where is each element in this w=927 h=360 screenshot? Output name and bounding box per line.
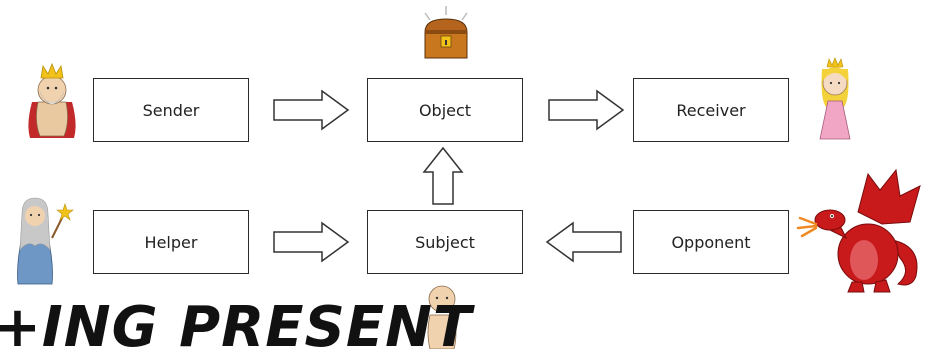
object-label: Object — [418, 100, 472, 120]
dragon-icon — [796, 168, 921, 293]
subject-box: Subject — [367, 210, 523, 274]
arrow-subject-to-object — [422, 146, 464, 205]
receiver-label: Receiver — [676, 100, 746, 120]
arrow-opponent-to-subject — [545, 221, 622, 263]
arrow-helper-to-subject — [273, 221, 350, 263]
arrow-object-to-receiver — [548, 89, 625, 131]
sender-box: Sender — [93, 78, 249, 142]
king-icon — [28, 62, 76, 138]
arrow-sender-to-object — [273, 89, 350, 131]
object-box: Object — [367, 78, 523, 142]
receiver-box: Receiver — [633, 78, 789, 142]
helper-box: Helper — [93, 210, 249, 274]
treasure-chest-icon — [424, 6, 468, 59]
wizard-icon — [17, 197, 74, 285]
subject-label: Subject — [415, 232, 475, 252]
opponent-box: Opponent — [633, 210, 789, 274]
helper-label: Helper — [144, 232, 198, 252]
opponent-label: Opponent — [671, 232, 751, 252]
hero-icon — [427, 285, 457, 349]
bottom-heading: +ING PRESENT — [0, 295, 473, 360]
princess-icon — [819, 57, 851, 140]
sender-label: Sender — [142, 100, 200, 120]
